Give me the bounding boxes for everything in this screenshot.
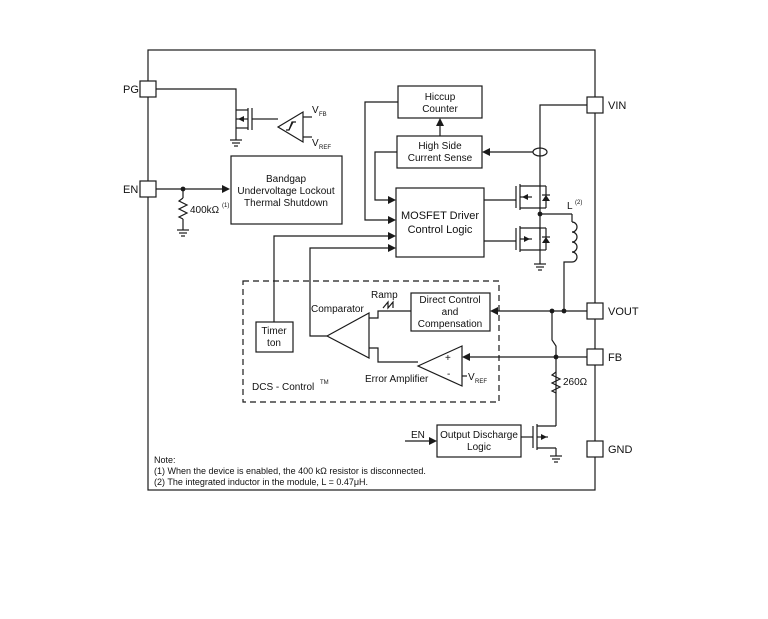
pin-pg-label: PG	[123, 84, 139, 96]
vref-label-pg: V	[312, 138, 319, 149]
note-2: (2) The integrated inductor in the modul…	[154, 477, 368, 487]
mosfet-driver-line-1: MOSFET Driver	[401, 210, 479, 222]
power-stage: L (2)	[482, 104, 587, 311]
dcs-control-label: DCS - Control	[252, 382, 314, 393]
discharge-line-2: Logic	[467, 442, 491, 453]
pin-pg: PG	[123, 80, 157, 98]
dcs-control-region	[242, 280, 500, 403]
timer-line-2: ton	[267, 338, 281, 349]
mosfet-driver-block: MOSFET Driver Control Logic	[395, 187, 485, 258]
discharge-fet	[520, 418, 562, 463]
vfb-subscript: FB	[319, 112, 327, 118]
device-boundary	[147, 49, 596, 491]
direct-control-block: Direct Control and Compensation	[410, 292, 491, 332]
hiccup-line-2: Counter	[422, 104, 458, 115]
pin-vout-label: VOUT	[608, 306, 639, 318]
ramp-symbol: Ramp	[371, 290, 398, 310]
error-amplifier: + - Error Amplifier	[365, 345, 463, 387]
discharge-en-label: EN	[411, 430, 425, 441]
high-side-line-1: High Side	[418, 141, 462, 152]
en-resistor-note: (1)	[222, 203, 229, 209]
direct-control-line-2: and	[442, 307, 459, 318]
vref-subscript-ea: REF	[475, 379, 487, 385]
discharge-resistor: 260Ω	[550, 371, 588, 394]
inductor-note: (2)	[575, 200, 582, 206]
pin-gnd-label: GND	[608, 444, 633, 456]
pin-vin-label: VIN	[608, 100, 626, 112]
ramp-label: Ramp	[371, 290, 398, 301]
high-side-line-2: Current Sense	[408, 153, 473, 164]
en-resistor-label: 400kΩ	[190, 205, 220, 216]
note-1: (1) When the device is enabled, the 400 …	[154, 466, 426, 476]
pin-gnd: GND	[586, 440, 633, 458]
error-amp-plus: +	[445, 353, 451, 364]
pg-output-stage	[156, 88, 278, 147]
pin-en: EN	[123, 180, 157, 198]
notes: Note: (1) When the device is enabled, th…	[154, 455, 426, 487]
pin-vin: VIN	[586, 96, 626, 114]
vref-subscript-pg: REF	[319, 145, 331, 151]
pg-comparator: V FB V REF	[276, 105, 331, 151]
note-heading: Note:	[154, 455, 176, 465]
inductor-label: L	[567, 201, 573, 212]
vref-label-ea: V	[468, 372, 475, 383]
pin-fb-label: FB	[608, 352, 622, 364]
pin-en-label: EN	[123, 184, 138, 196]
en-input-network: 400kΩ (1)	[156, 185, 230, 237]
timer-line-1: Timer	[261, 326, 287, 337]
direct-control-line-1: Direct Control	[419, 295, 480, 306]
error-amp-minus: -	[447, 369, 450, 380]
error-amplifier-label: Error Amplifier	[365, 374, 429, 385]
output-discharge-logic-block: Output Discharge Logic	[436, 424, 522, 458]
bandgap-block: Bandgap Undervoltage Lockout Thermal Shu…	[230, 155, 343, 225]
dcs-control-tm: TM	[320, 380, 329, 386]
bandgap-line-1: Bandgap	[266, 174, 306, 185]
comparator-label: Comparator	[311, 304, 364, 315]
fb-resistor-label: 260Ω	[563, 377, 588, 388]
discharge-line-1: Output Discharge	[440, 430, 518, 441]
pin-vout: VOUT	[586, 302, 639, 320]
mosfet-driver-line-2: Control Logic	[408, 224, 473, 236]
bandgap-line-3: Thermal Shutdown	[244, 198, 328, 209]
hiccup-line-1: Hiccup	[425, 92, 456, 103]
timer-block: Timer ton	[255, 321, 294, 353]
comparator: Comparator	[311, 304, 370, 359]
direct-control-line-3: Compensation	[418, 319, 482, 330]
pin-fb: FB	[586, 348, 622, 366]
hiccup-counter-block: Hiccup Counter	[397, 85, 483, 119]
bandgap-line-2: Undervoltage Lockout	[237, 186, 335, 197]
vfb-label: V	[312, 105, 319, 116]
high-side-current-sense-block: High Side Current Sense	[396, 135, 483, 169]
